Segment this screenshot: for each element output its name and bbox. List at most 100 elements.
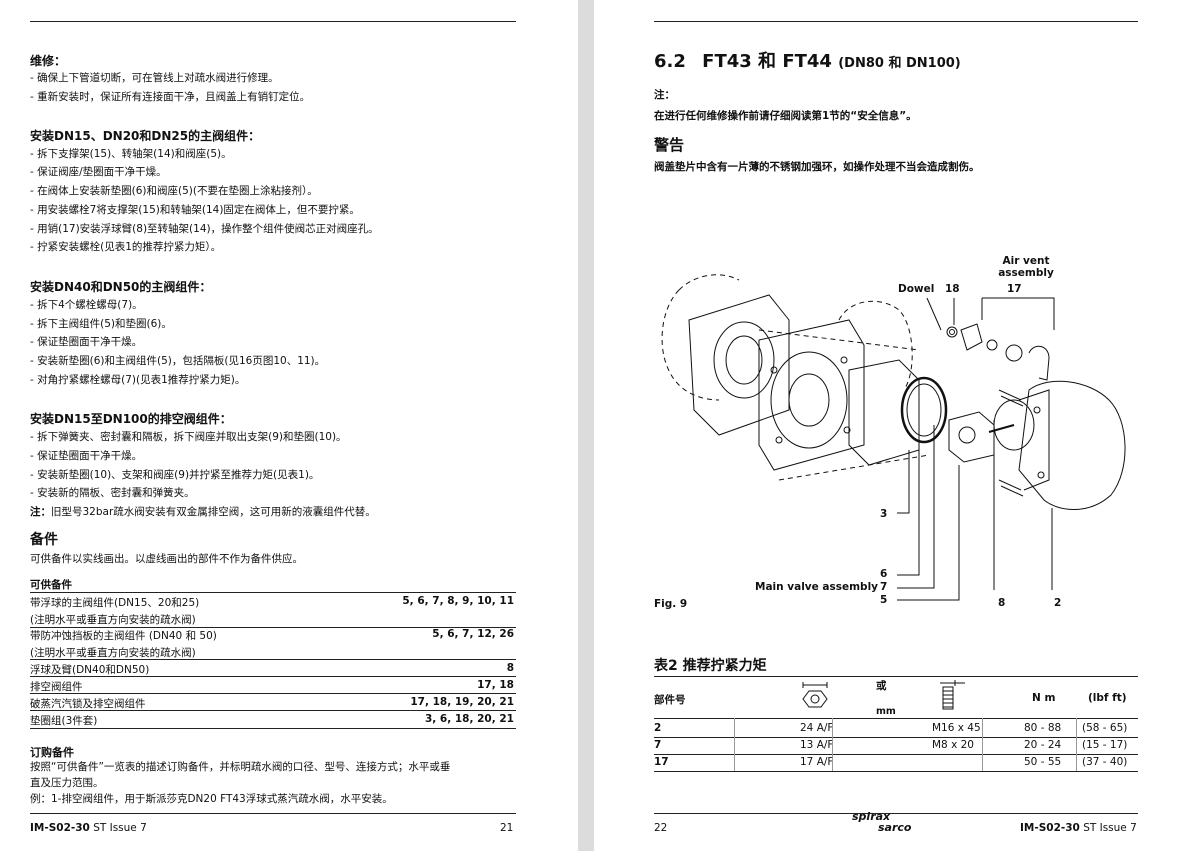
col-header-mm: mm — [876, 706, 896, 717]
cell-thread: M16 x 45 — [932, 722, 981, 734]
table-row: 破蒸汽汽锁及排空阀组件 17, 18, 19, 20, 21 — [30, 696, 516, 711]
table-row: 17 17 A/F 50 - 55 (37 - 40) — [654, 756, 1138, 770]
cell-part: 7 — [654, 739, 662, 751]
body-bore-inner — [725, 335, 763, 385]
spare-name: 带浮球的主阀组件(DN15、20和25) — [30, 597, 200, 609]
table-rule — [654, 737, 1138, 738]
list-item: - 安装新垫圈(6)和主阀组件(5)，包括隔板(见16页图10、11)。 — [30, 355, 326, 367]
bolt-hole — [840, 356, 848, 364]
spirax-sarco-logo: spirax sarco — [852, 811, 911, 833]
section-title-sub: (DN80 和 DN100) — [838, 56, 961, 71]
footer-rule — [654, 813, 1138, 814]
spares-table-header: 可供备件 — [30, 579, 72, 591]
cell-nm: 50 - 55 — [1024, 756, 1062, 768]
section-number: 6.2 — [654, 51, 686, 72]
warning-text: 阀盖垫片中含有一片薄的不锈钢加强环，如操作处理不当会造成割伤。 — [654, 161, 980, 173]
table-rule — [654, 718, 1138, 719]
air-vent-element — [1005, 344, 1023, 362]
table-rule — [30, 659, 516, 660]
top-rule — [654, 21, 1138, 22]
cell-part: 2 — [654, 722, 662, 734]
cell-af: 13 A/F — [800, 739, 834, 751]
note-text: 在进行任何维修操作前请仔细阅读第1节的“安全信息”。 — [654, 110, 917, 122]
table-col-divider — [982, 718, 983, 771]
section-heading-dn15-25: 安装DN15、DN20和DN25的主阀组件： — [30, 129, 261, 143]
cover-bolt — [1037, 471, 1045, 479]
cell-af: 24 A/F — [800, 722, 834, 734]
logo-text-sarco: sarco — [878, 821, 912, 834]
spare-parts: 17, 18 — [477, 679, 514, 691]
note-label: 注： — [654, 89, 675, 101]
note-text: 旧型号32bar疏水阀安装有双金属排空阀，这可用新的液囊组件代替。 — [51, 506, 376, 518]
label-main-valve: Main valve assembly — [755, 581, 879, 593]
footer-issue: ST Issue 7 — [93, 822, 147, 834]
figure-caption: Fig. 9 — [654, 598, 688, 610]
valve-seat — [958, 426, 976, 444]
note: 注：旧型号32bar疏水阀安装有双金属排空阀，这可用新的液囊组件代替。 — [30, 503, 376, 522]
air-vent-clip — [1028, 345, 1050, 381]
air-vent-seal — [986, 339, 998, 351]
maintenance-item: - 重新安装时，保证所有连接面干净，且阀盖上有销钉定位。 — [30, 91, 311, 103]
dowel-washer-hole — [949, 329, 955, 335]
section-heading-dn40-50: 安装DN40和DN50的主阀组件： — [30, 280, 212, 294]
spare-name: 带防冲蚀挡板的主阀组件 (DN40 和 50) — [30, 630, 217, 642]
spare-name: 垫圈组(3件套) — [30, 715, 98, 727]
top-rule — [30, 21, 516, 22]
table-title: 表2 推荐拧紧力矩 — [654, 658, 767, 674]
left-page: 维修： - 确保上下管道切断，可在管线上对疏水阀进行修理。 - 重新安装时，保证… — [0, 0, 578, 851]
spare-sub: (注明水平或垂直方向安装的疏水阀) — [30, 614, 196, 626]
spare-name: 排空阀组件 — [30, 681, 83, 693]
rear-body — [848, 359, 920, 466]
table-row: 2 24 A/F M16 x 45 80 - 88 (58 - 65) — [654, 722, 1138, 736]
leader-dowel — [926, 297, 942, 331]
right-page: 6.2 FT43 和 FT44 (DN80 和 DN100) 注： 在进行任何维… — [594, 0, 1191, 851]
table-rule — [30, 592, 516, 593]
footer-doc: IM-S02-30 ST Issue 7 — [30, 822, 147, 834]
maintenance-item: - 确保上下管道切断，可在管线上对疏水阀进行修理。 — [30, 72, 279, 84]
spare-parts: 8 — [506, 662, 514, 674]
col-header-part: 部件号 — [654, 694, 686, 706]
section-title: 6.2 FT43 和 FT44 (DN80 和 DN100) — [654, 47, 961, 73]
list-item: - 拆下4个螺栓螺母(7)。 — [30, 299, 143, 311]
table-col-divider — [1076, 718, 1077, 771]
body-bore — [713, 321, 775, 399]
table-rule — [30, 728, 516, 729]
footer-doc: IM-S02-30 ST Issue 7 — [1020, 822, 1137, 834]
cell-lbf: (37 - 40) — [1082, 756, 1128, 768]
footer-rule — [30, 813, 516, 814]
table-row: 垫圈组(3件套) 3, 6, 18, 20, 21 — [30, 713, 516, 728]
spare-parts: 5, 6, 7, 8, 9, 10, 11 — [402, 595, 514, 607]
main-valve-assembly — [948, 411, 995, 463]
section-heading-air-vent: 安装DN15至DN100的排空阀组件： — [30, 412, 232, 426]
label-air-vent-line1: Air vent — [1002, 255, 1050, 267]
table-row: 排空阀组件 17, 18 — [30, 679, 516, 694]
list-item: - 拧紧安装螺栓(见表1的推荐拧紧力矩）。 — [30, 241, 222, 253]
cell-lbf: (58 - 65) — [1082, 722, 1128, 734]
table-rule — [654, 754, 1138, 755]
label-dowel: Dowel — [898, 283, 935, 295]
spare-parts: 17, 18, 19, 20, 21 — [410, 696, 514, 708]
list-item: - 安装新的隔板、密封囊和弹簧夹。 — [30, 487, 195, 499]
table-row: 带防冲蚀挡板的主阀组件 (DN40 和 50) (注明水平或垂直方向安装的疏水阀… — [30, 628, 516, 660]
table-rule — [30, 693, 516, 694]
spare-parts: 5, 6, 7, 12, 26 — [432, 628, 514, 640]
label-8: 8 — [998, 597, 1006, 609]
section-title-main: FT43 和 FT44 — [702, 51, 832, 72]
label-5: 5 — [880, 594, 888, 606]
ordering-heading: 订购备件 — [30, 746, 74, 759]
spares-heading: 备件 — [30, 532, 58, 548]
maintenance-heading: 维修： — [30, 54, 67, 68]
leader-6 — [897, 430, 920, 576]
label-6: 6 — [880, 568, 888, 580]
ordering-example: 例：1-排空阀组件，用于斯派莎克DN20 FT43浮球式蒸汽疏水阀，水平安装。 — [30, 793, 393, 805]
list-item: - 拆下弹簧夹、密封囊和隔板，拆下阀座并取出支架(9)和垫圈(10)。 — [30, 431, 347, 443]
list-item: - 在阀体上安装新垫圈(6)和阀座(5)(不要在垫圈上涂粘接剂）。 — [30, 185, 318, 197]
col-header-lbf: (lbf ft) — [1088, 692, 1127, 704]
col-header-or: 或 — [876, 680, 887, 692]
spare-parts: 3, 6, 18, 20, 21 — [424, 713, 514, 725]
dashed-pipe-bottom — [778, 454, 930, 481]
label-air-vent-line2: assembly — [998, 267, 1054, 279]
leader-3 — [897, 450, 910, 514]
logo-text-spirax: spirax — [852, 810, 891, 823]
dashed-flange-right — [838, 300, 913, 391]
